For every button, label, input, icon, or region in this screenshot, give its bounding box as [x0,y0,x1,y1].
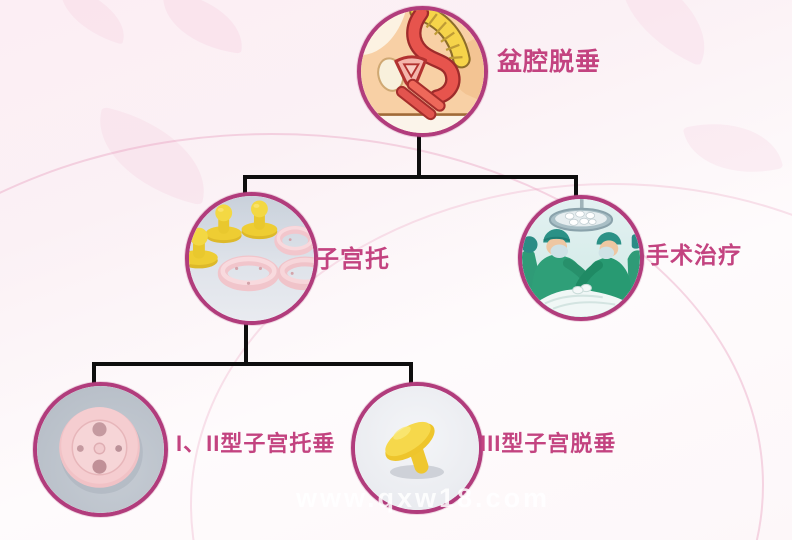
node-pessary [185,192,318,325]
label-pessary: 子宫托 [315,246,390,273]
connector-root-stem [417,126,421,179]
background-petal-decoration [50,0,135,45]
label-pessary-type12: I、II型子宫托垂 [176,431,336,456]
background-petal-decoration [682,109,784,187]
connector-drop-surgery [574,175,578,197]
surgery-scene-image [522,199,640,317]
connector-level2-horizontal [92,362,413,366]
watermark-text: www.qxw18.com [296,483,551,513]
background-petal-decoration [599,0,727,67]
connector-drop-type3 [409,362,413,384]
mushroom-pessary-image [355,386,479,510]
pelvic-anatomy-image [361,10,484,133]
node-surgery [518,195,644,321]
label-pelvic-prolapse: 盆腔脱垂 [497,48,602,76]
connector-pessary-stem [244,315,248,364]
pessary-devices-image [189,196,314,321]
node-pessary-type12 [33,382,168,517]
ring-pessary-image [37,386,164,513]
node-pessary-type3 [351,382,483,514]
label-pessary-type3: III型子宫脱垂 [480,431,617,456]
node-pelvic-prolapse [357,6,488,137]
background-petal-decoration [156,0,249,54]
connector-level1-horizontal [243,175,578,179]
connector-drop-type12 [92,362,96,385]
label-surgery: 手术治疗 [646,242,742,268]
background-petal-decoration [85,106,219,206]
connector-drop-pessary [243,175,247,197]
